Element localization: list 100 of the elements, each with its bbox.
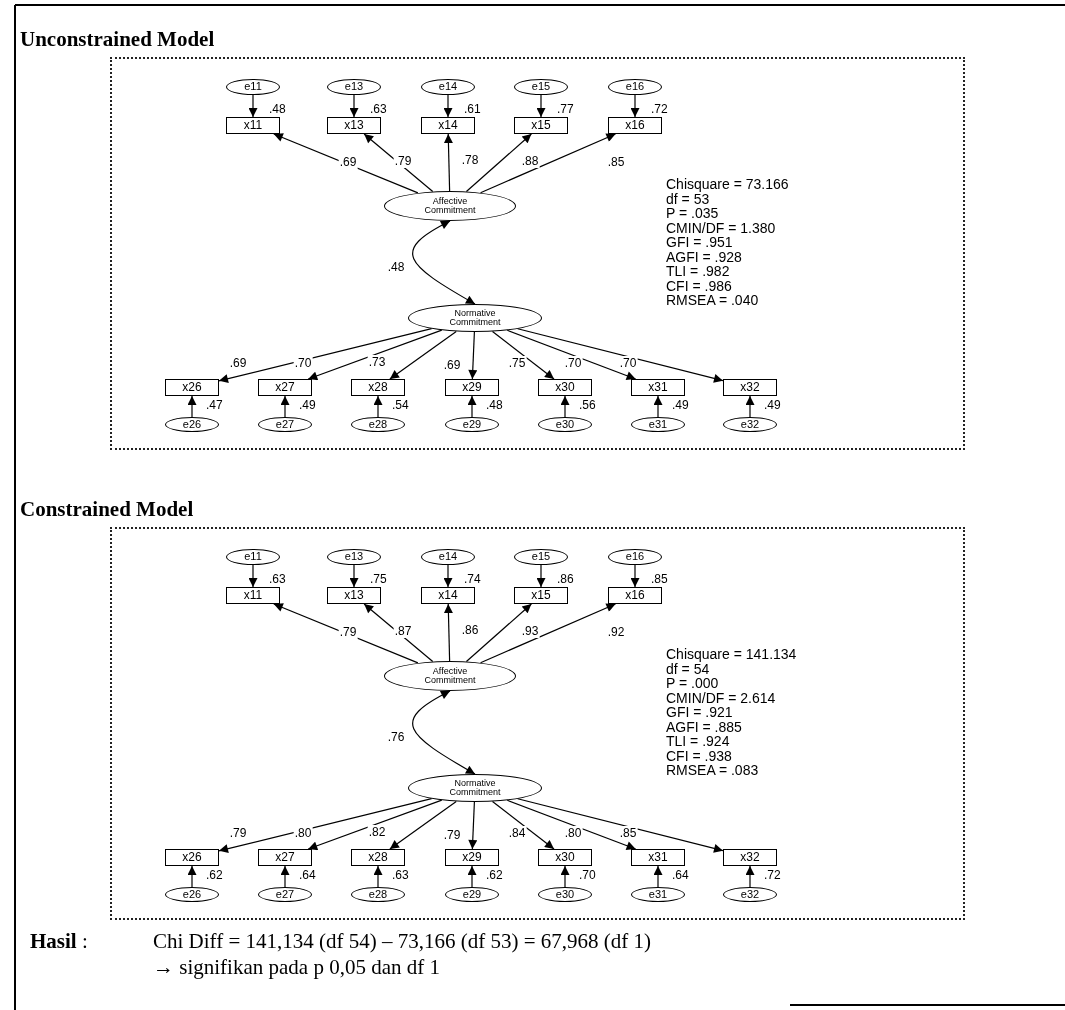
fit-statistic: df = 53 <box>666 191 710 206</box>
arrow <box>468 331 478 380</box>
edge-label: .70 <box>293 356 313 370</box>
fit-statistic: CFI = .938 <box>666 748 732 763</box>
r-squared-value: .62 <box>206 868 223 882</box>
error-ellipse <box>165 417 219 432</box>
arrow <box>363 603 434 663</box>
node-label: x14 <box>438 119 458 132</box>
node-label: e14 <box>438 81 458 93</box>
indicator-box <box>538 849 592 866</box>
result-text: Chi Diff = 141,134 (df 54) – 73,166 (df 53) = 67,968 (df 1) <box>153 929 652 954</box>
edge-label: .88 <box>520 154 540 168</box>
arrow <box>517 328 724 383</box>
arrow <box>491 800 555 850</box>
node-label: e11 <box>244 81 262 93</box>
arrow <box>443 133 453 192</box>
fit-statistic: RMSEA = .040 <box>666 293 759 307</box>
edge-label: .85 <box>606 155 626 169</box>
node-label: e28 <box>368 888 388 901</box>
node-label: x26 <box>182 851 202 864</box>
indicator-box <box>631 379 685 396</box>
error-ellipse <box>608 549 662 565</box>
arrow <box>443 94 453 118</box>
result-label: Hasil : <box>30 929 88 954</box>
node-label: e16 <box>625 81 645 93</box>
error-ellipse <box>327 79 381 95</box>
fit-statistic: GFI = .921 <box>666 705 733 719</box>
fit-statistic: P = .000 <box>666 676 719 690</box>
indicator-box <box>351 379 405 396</box>
fit-statistic: GFI = .951 <box>666 235 733 249</box>
node-label: x16 <box>625 119 645 132</box>
node-label: x28 <box>368 381 388 394</box>
arrow <box>248 564 258 588</box>
error-ellipse <box>421 549 475 565</box>
node-label: e26 <box>182 418 202 431</box>
node-label: Affective Commitment <box>423 196 477 216</box>
curved-double-arrow <box>412 690 476 775</box>
edge-label: .79 <box>442 828 462 842</box>
arrow <box>389 800 457 850</box>
edge-label: .69 <box>338 155 358 169</box>
result-text: → signifikan pada p 0,05 dan df 1 <box>153 955 440 980</box>
arrow <box>467 865 477 888</box>
fit-statistic: Chisquare = 141.134 <box>666 647 797 661</box>
error-ellipse <box>421 79 475 95</box>
arrow <box>363 133 434 193</box>
node-label: e27 <box>275 418 295 431</box>
r-squared-value: .49 <box>672 398 689 412</box>
edge-label: .48 <box>386 260 406 274</box>
node-label: x28 <box>368 851 388 864</box>
fit-statistic: RMSEA = .083 <box>666 763 759 777</box>
arrow <box>491 330 555 380</box>
error-ellipse <box>226 549 280 565</box>
error-ellipse <box>258 417 312 432</box>
edge-label: .70 <box>618 356 638 370</box>
node-label: e31 <box>648 418 668 431</box>
r-squared-value: .72 <box>764 868 781 882</box>
error-ellipse <box>723 417 777 432</box>
error-ellipse <box>445 417 499 432</box>
panel-heading: Unconstrained Model <box>20 27 215 52</box>
edge-label: .93 <box>520 624 540 638</box>
edge-label: .84 <box>507 826 527 840</box>
node-label: e30 <box>555 418 575 431</box>
fit-statistic: df = 54 <box>666 661 710 676</box>
arrow <box>389 330 457 380</box>
edge-label: .78 <box>460 153 480 167</box>
arrow <box>536 564 546 588</box>
arrow <box>517 798 724 853</box>
r-squared-value: .49 <box>764 398 781 412</box>
node-label: x30 <box>555 851 575 864</box>
edge-label: .92 <box>606 625 626 639</box>
node-label: e31 <box>648 888 668 901</box>
node-label: x11 <box>243 589 263 602</box>
r-squared-value: .64 <box>672 868 689 882</box>
indicator-box <box>421 117 475 134</box>
edge-label: .80 <box>293 826 313 840</box>
node-label: x29 <box>462 381 482 394</box>
node-label: e15 <box>531 551 551 563</box>
edge-label: .76 <box>386 730 406 744</box>
node-label: x27 <box>275 381 295 394</box>
node-label: x16 <box>625 589 645 602</box>
fit-statistic: TLI = .982 <box>666 264 730 278</box>
arrow <box>465 603 532 663</box>
arrow <box>653 865 663 888</box>
arrow <box>536 94 546 118</box>
r-squared-value: .47 <box>206 398 223 412</box>
arrow <box>630 94 640 118</box>
node-label: Normative Commitment <box>448 778 502 798</box>
node-label: e16 <box>625 551 645 563</box>
node-label: x14 <box>438 589 458 602</box>
arrow <box>187 865 197 888</box>
fit-statistic: AGFI = .928 <box>666 249 742 264</box>
node-label: e26 <box>182 888 202 901</box>
fit-statistic: Chisquare = 73.166 <box>666 177 789 191</box>
node-label: x32 <box>740 381 760 394</box>
node-label: e11 <box>244 551 262 563</box>
r-squared-value: .63 <box>370 102 387 116</box>
indicator-box <box>723 379 777 396</box>
arrow <box>280 395 290 418</box>
node-label: x26 <box>182 381 202 394</box>
indicator-box <box>514 117 568 134</box>
